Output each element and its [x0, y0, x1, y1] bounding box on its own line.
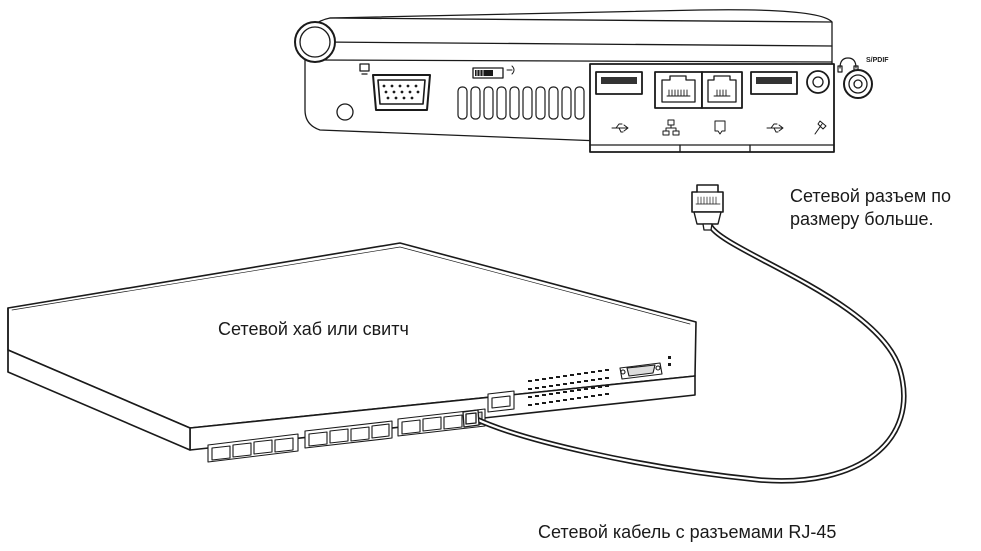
cooling-vents — [457, 86, 585, 120]
microphone-icon — [814, 120, 827, 135]
hub-uplink-port — [487, 390, 515, 413]
phone-icon — [714, 120, 726, 135]
usb-port-1 — [595, 71, 643, 95]
usb-icon — [611, 123, 629, 133]
mic-jack — [806, 70, 830, 94]
spdif-jack: S/PDIF — [843, 57, 889, 99]
hub-port-group-1 — [207, 433, 299, 463]
port-panel — [589, 63, 835, 153]
rj45-cable — [462, 222, 907, 484]
hub-side-plug — [462, 409, 480, 428]
laptop: S/PDIF — [294, 9, 889, 153]
network-icon — [662, 119, 680, 136]
hinge-knob — [294, 21, 336, 63]
wireless-switch — [472, 65, 515, 79]
vga-port — [372, 74, 431, 111]
network-hub — [7, 242, 697, 463]
connector-caption: Сетевой разъем по размеру больше. — [790, 185, 951, 231]
hub-indicator-dots — [668, 356, 671, 366]
spdif-label: S/PDIF — [866, 57, 889, 64]
hub-caption: Сетевой хаб или свитч — [218, 319, 409, 339]
usb-icon — [766, 123, 784, 133]
hub-port-group-2 — [304, 420, 393, 449]
connector-caption-line-2: размеру больше. — [790, 209, 934, 229]
monitor-port-icon — [359, 63, 370, 75]
cable-caption: Сетевой кабель с разъемами RJ-45 — [538, 522, 837, 542]
rj45-connector — [691, 184, 724, 231]
usb-port-2 — [750, 71, 798, 95]
hub-status-leds — [528, 369, 609, 406]
modem-port — [701, 71, 743, 109]
connector-caption-line-1: Сетевой разъем по — [790, 186, 951, 206]
hub-serial-port — [619, 362, 663, 380]
lan-port — [654, 71, 703, 109]
